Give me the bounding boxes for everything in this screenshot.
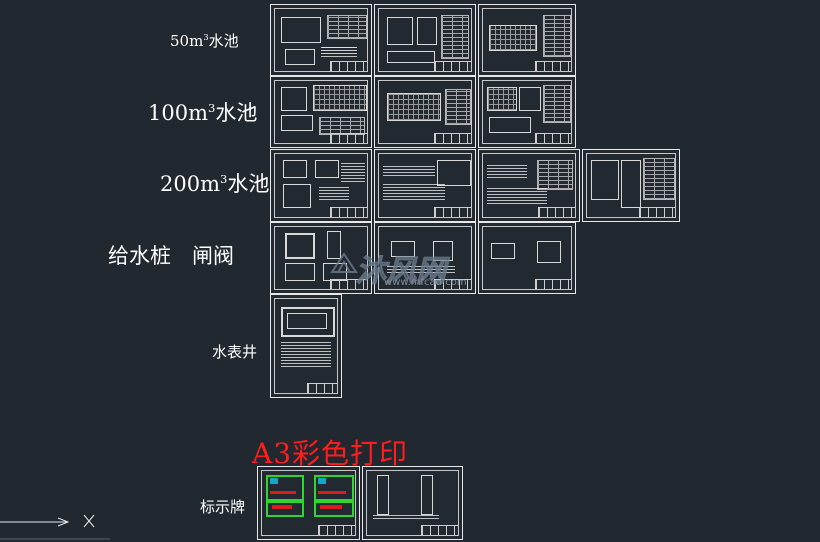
watermark-logo-icon — [330, 252, 358, 273]
label-pool-50-sup: 3 — [203, 32, 209, 42]
drawing-sheet-sign-2[interactable] — [362, 466, 463, 540]
drawing-sheet-pool50-3[interactable] — [478, 4, 576, 76]
label-pool-200-suffix: 水池 — [227, 172, 270, 196]
drawing-sheet-meter-well[interactable] — [270, 294, 342, 398]
label-meter-well: 水表井 — [212, 343, 258, 361]
watermark-text: 沐风网 — [356, 254, 447, 290]
label-pool-200-prefix: 200m — [160, 172, 220, 196]
drawing-sheet-pool100-2[interactable] — [374, 76, 476, 148]
label-pool-50: 50m3水池 — [170, 30, 239, 51]
label-pool-100-prefix: 100m — [148, 101, 208, 125]
label-sign: 标示牌 — [200, 498, 246, 516]
ucs-axis-icon — [0, 514, 110, 540]
label-pool-100-sup: 3 — [208, 101, 216, 115]
label-pool-100: 100m3水池 — [148, 97, 257, 127]
drawing-sheet-sign-1[interactable] — [257, 466, 360, 540]
label-pool-50-prefix: 50m — [170, 32, 204, 50]
drawing-sheet-pool200-2[interactable] — [374, 149, 476, 222]
drawing-sheet-pool50-1[interactable] — [270, 4, 372, 76]
drawing-sheet-pool200-1[interactable] — [270, 149, 372, 222]
drawing-sheet-pool50-2[interactable] — [374, 4, 476, 76]
drawing-sheet-valve-2[interactable] — [478, 222, 576, 294]
drawing-sheet-pool100-1[interactable] — [270, 76, 372, 148]
ucs-x-marker-icon — [83, 514, 95, 528]
label-pool-50-suffix: 水池 — [208, 32, 239, 50]
watermark-url: www.mfcad.com — [384, 277, 467, 288]
drawing-sheet-valve-1[interactable] — [374, 222, 476, 294]
label-pool-100-suffix: 水池 — [215, 101, 258, 125]
drawing-sheet-pool200-4[interactable] — [582, 149, 680, 222]
drawing-sheet-pool200-3[interactable] — [478, 149, 580, 222]
a3-color-print-note: A3彩色打印 — [252, 437, 409, 470]
label-pool-200-sup: 3 — [220, 172, 228, 186]
label-hydrant-valve: 给水桩 闸阀 — [108, 244, 234, 268]
watermark: 沐风网 www.mfcad.com — [330, 246, 490, 290]
label-pool-200: 200m3水池 — [160, 168, 269, 198]
drawing-sheet-pool100-3[interactable] — [478, 76, 576, 148]
